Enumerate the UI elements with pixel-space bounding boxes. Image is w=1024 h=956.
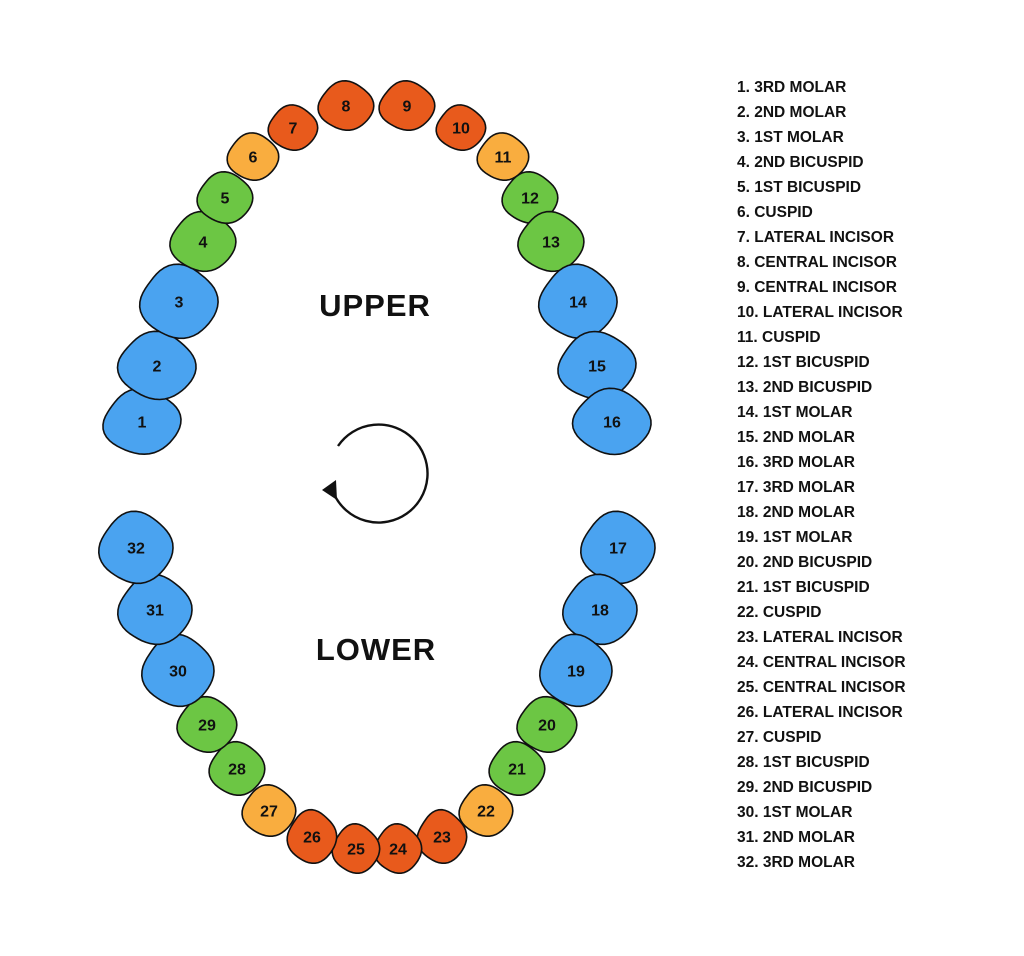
upper-arch-label: UPPER	[319, 288, 431, 323]
tooth-31: 31	[118, 574, 192, 644]
tooth-number: 5	[221, 191, 230, 208]
legend-item: 6. CUSPID	[737, 203, 1017, 228]
tooth-number: 7	[289, 121, 298, 138]
legend-item: 32. 3RD MOLAR	[737, 853, 1017, 878]
tooth-32: 32	[99, 511, 173, 583]
legend-item: 8. CENTRAL INCISOR	[737, 253, 1017, 278]
tooth-7: 7	[268, 105, 318, 150]
tooth-number: 16	[603, 415, 621, 432]
tooth-number: 13	[542, 235, 560, 252]
tooth-22: 22	[459, 785, 513, 836]
legend-item: 31. 2ND MOLAR	[737, 828, 1017, 853]
legend-item: 20. 2ND BICUSPID	[737, 553, 1017, 578]
tooth-16: 16	[573, 388, 652, 454]
tooth-number: 26	[303, 830, 321, 847]
tooth-5: 5	[197, 172, 253, 223]
legend-item: 16. 3RD MOLAR	[737, 453, 1017, 478]
tooth-number: 21	[508, 762, 526, 779]
tooth-number: 28	[228, 762, 246, 779]
tooth-number: 32	[127, 541, 145, 558]
tooth-25: 25	[332, 824, 380, 873]
tooth-number: 18	[591, 603, 609, 620]
tooth-24: 24	[374, 824, 422, 873]
tooth-number: 1	[138, 415, 147, 432]
legend-item: 10. LATERAL INCISOR	[737, 303, 1017, 328]
legend-item: 27. CUSPID	[737, 728, 1017, 753]
tooth-17: 17	[581, 511, 655, 583]
legend-item: 3. 1ST MOLAR	[737, 128, 1017, 153]
tooth-number: 15	[588, 359, 606, 376]
tooth-number: 25	[347, 842, 365, 859]
tooth-number: 10	[452, 121, 470, 138]
lower-arch-label: LOWER	[316, 632, 436, 667]
tooth-6: 6	[227, 133, 279, 180]
legend-item: 13. 2ND BICUSPID	[737, 378, 1017, 403]
tooth-number: 3	[175, 295, 184, 312]
legend-item: 12. 1ST BICUSPID	[737, 353, 1017, 378]
legend-item: 5. 1ST BICUSPID	[737, 178, 1017, 203]
legend-item: 15. 2ND MOLAR	[737, 428, 1017, 453]
legend-item: 18. 2ND MOLAR	[737, 503, 1017, 528]
legend-item: 4. 2ND BICUSPID	[737, 153, 1017, 178]
legend-item: 29. 2ND BICUSPID	[737, 778, 1017, 803]
legend-item: 26. LATERAL INCISOR	[737, 703, 1017, 728]
tooth-number: 17	[609, 541, 627, 558]
tooth-number: 11	[495, 150, 512, 167]
tooth-legend: 1. 3RD MOLAR2. 2ND MOLAR3. 1ST MOLAR4. 2…	[737, 78, 1017, 878]
legend-item: 24. CENTRAL INCISOR	[737, 653, 1017, 678]
tooth-number: 6	[249, 150, 258, 167]
legend-item: 22. CUSPID	[737, 603, 1017, 628]
tooth-30: 30	[142, 634, 214, 706]
legend-item: 11. CUSPID	[737, 328, 1017, 353]
tooth-number: 4	[199, 235, 208, 252]
tooth-number: 14	[569, 295, 587, 312]
legend-item: 25. CENTRAL INCISOR	[737, 678, 1017, 703]
legend-item: 14. 1ST MOLAR	[737, 403, 1017, 428]
tooth-number: 22	[477, 804, 495, 821]
tooth-9: 9	[379, 81, 435, 130]
tooth-number: 9	[403, 99, 412, 116]
legend-item: 19. 1ST MOLAR	[737, 528, 1017, 553]
legend-item: 2. 2ND MOLAR	[737, 103, 1017, 128]
tooth-3: 3	[140, 264, 218, 338]
legend-item: 30. 1ST MOLAR	[737, 803, 1017, 828]
tooth-15: 15	[558, 332, 636, 400]
legend-item: 9. CENTRAL INCISOR	[737, 278, 1017, 303]
tooth-number: 23	[433, 830, 451, 847]
tooth-number: 12	[521, 191, 539, 208]
legend-item: 28. 1ST BICUSPID	[737, 753, 1017, 778]
legend-item: 17. 3RD MOLAR	[737, 478, 1017, 503]
tooth-14: 14	[539, 264, 617, 338]
tooth-number: 30	[169, 664, 187, 681]
counter-clockwise-arrow-icon	[322, 425, 428, 523]
legend-item: 1. 3RD MOLAR	[737, 78, 1017, 103]
tooth-number: 29	[198, 718, 216, 735]
tooth-number: 2	[153, 359, 162, 376]
legend-item: 21. 1ST BICUSPID	[737, 578, 1017, 603]
tooth-2: 2	[118, 331, 197, 399]
tooth-number: 31	[146, 603, 164, 620]
legend-item: 23. LATERAL INCISOR	[737, 628, 1017, 653]
tooth-number: 19	[567, 664, 585, 681]
tooth-number: 20	[538, 718, 556, 735]
tooth-10: 10	[436, 105, 486, 150]
tooth-number: 27	[260, 804, 278, 821]
tooth-number: 24	[389, 842, 407, 859]
tooth-number: 8	[342, 99, 351, 116]
tooth-8: 8	[318, 81, 374, 130]
legend-item: 7. LATERAL INCISOR	[737, 228, 1017, 253]
